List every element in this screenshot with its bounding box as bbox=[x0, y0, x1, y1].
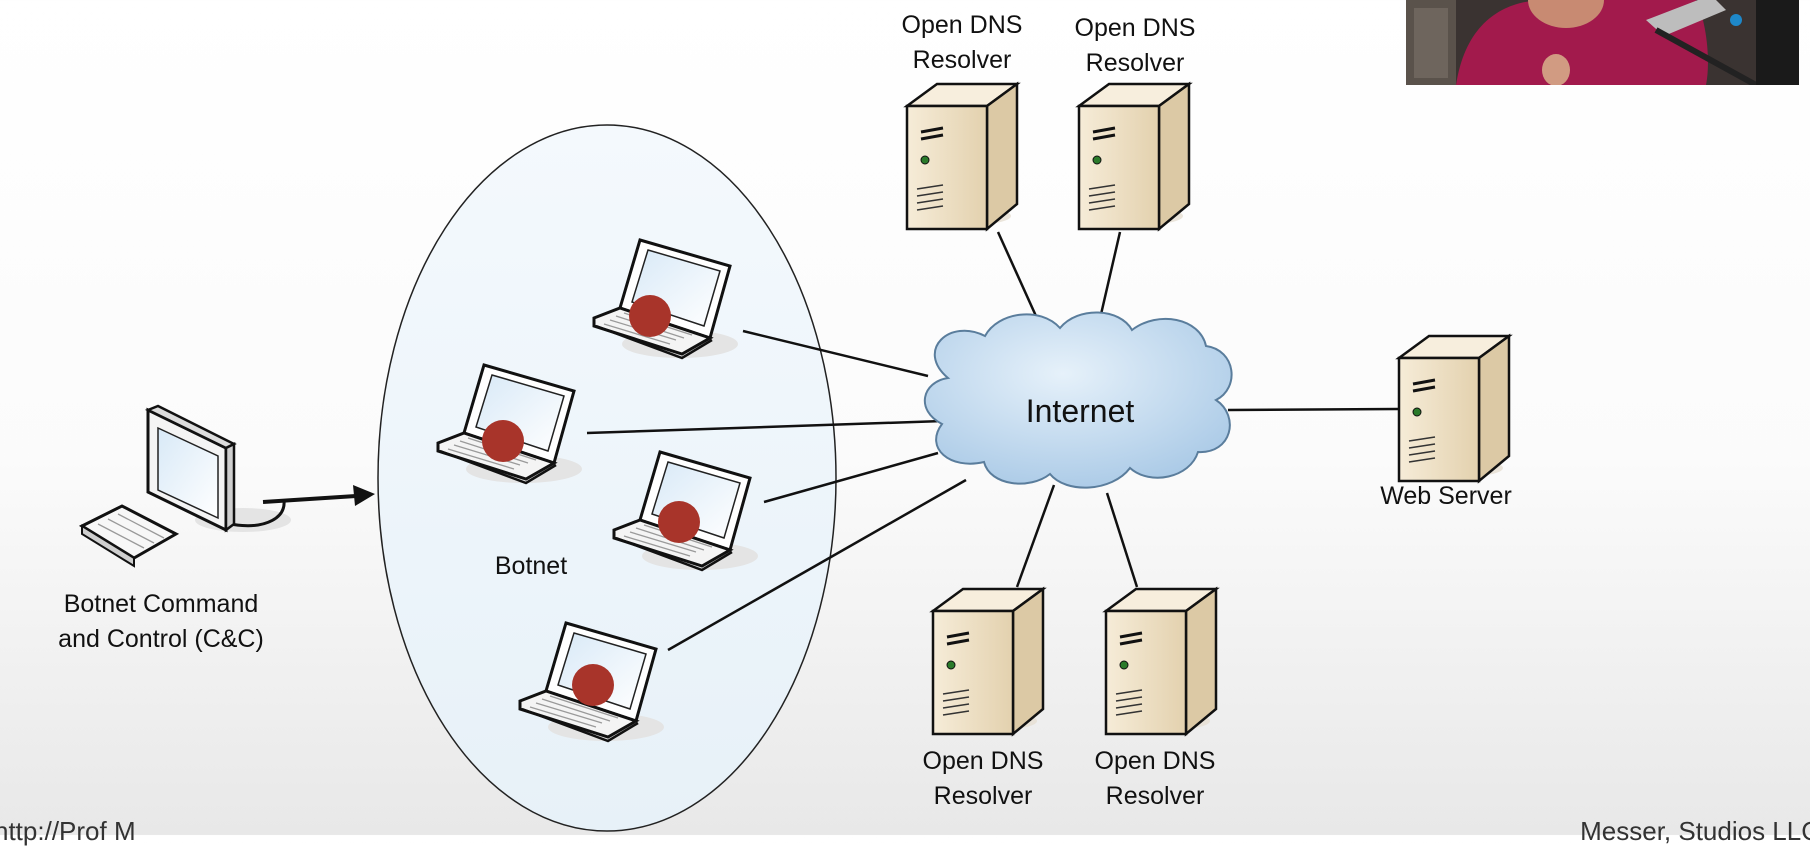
internet-label: Internet bbox=[1025, 393, 1135, 429]
bot-laptop-2 bbox=[436, 363, 584, 485]
dns-resolver-label-bottom-right: Open DNS Resolver bbox=[1095, 744, 1216, 814]
resolver-label-line2: Resolver bbox=[912, 46, 1012, 74]
presenter-webcam-inset bbox=[1406, 0, 1799, 85]
bot-infection-marker bbox=[629, 295, 671, 337]
resolver-label-line1: Open DNS bbox=[922, 747, 1044, 775]
cc-label-line1: Botnet Command bbox=[63, 590, 259, 618]
resolver-label-line1: Open DNS bbox=[1094, 747, 1216, 775]
server-icon bbox=[1077, 82, 1191, 231]
resolver-label-line2: Resolver bbox=[933, 782, 1033, 810]
resolver-label-line1: Open DNS bbox=[1074, 14, 1196, 42]
dns-resolver-label-bottom-left: Open DNS Resolver bbox=[923, 744, 1044, 814]
bot-infection-marker bbox=[658, 501, 700, 543]
connection-lines bbox=[586, 231, 1401, 652]
bot-infection-marker bbox=[482, 420, 524, 462]
dns-resolver-label-top-right: Open DNS Resolver bbox=[1075, 11, 1196, 81]
cloud-icon bbox=[923, 311, 1233, 489]
cc-label-line2: and Control (C&C) bbox=[58, 625, 264, 653]
resolver-label-line1: Open DNS bbox=[901, 11, 1023, 39]
server-icon bbox=[1104, 587, 1218, 736]
command-arrow bbox=[262, 485, 375, 506]
resolver-label-line2: Resolver bbox=[1085, 49, 1185, 77]
footer-copyright-text: Messer, Studios LLC bbox=[1580, 816, 1810, 846]
bot-laptop-4 bbox=[518, 621, 666, 743]
server-icon bbox=[1397, 334, 1511, 483]
bot-infection-marker bbox=[572, 664, 614, 706]
server-icon bbox=[905, 82, 1019, 231]
bot-laptop-3 bbox=[612, 450, 760, 572]
web-server-label: Web Server bbox=[1380, 482, 1512, 510]
desktop-computer-icon bbox=[78, 404, 291, 568]
resolver-label-line2: Resolver bbox=[1105, 782, 1205, 810]
server-icon bbox=[931, 587, 1045, 736]
botnet-label: Botnet bbox=[494, 552, 568, 580]
cc-label: Botnet Command and Control (C&C) bbox=[58, 587, 264, 657]
dns-resolver-label-top-left: Open DNS Resolver bbox=[902, 8, 1023, 78]
footer-url-text: http://Prof M bbox=[0, 816, 136, 846]
bot-laptop-1 bbox=[592, 238, 740, 360]
